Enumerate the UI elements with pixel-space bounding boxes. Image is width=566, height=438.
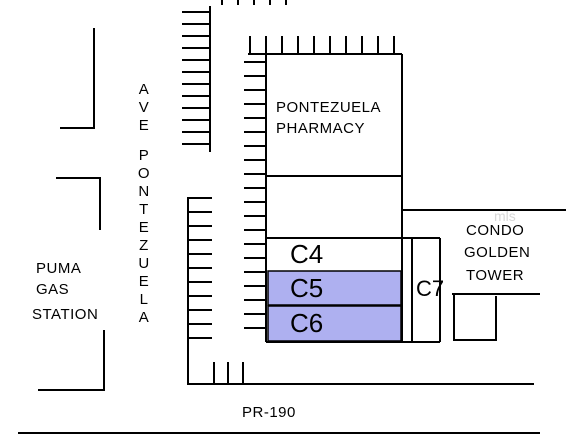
condo-label-line-2: GOLDEN [464, 244, 530, 261]
gas-station-label-line-1: PUMA [36, 260, 81, 277]
left-road-edge-middle [56, 177, 101, 230]
west-parking-lower [187, 197, 534, 385]
unit-c5-fill[interactable] [267, 270, 402, 306]
south-parking-ticks [213, 362, 244, 384]
ave-pontezuela-letter: L [140, 291, 149, 308]
ave-pontezuela-letter: A [139, 309, 150, 326]
top-edge-parking-ticks [221, 0, 287, 5]
unit-c7-label: C7 [416, 276, 444, 301]
ave-pontezuela-letter: N [138, 183, 149, 200]
mls-watermark: mls [494, 208, 516, 224]
unit-c5-label: C5 [290, 273, 323, 303]
building-west-parking-ticks [244, 61, 266, 329]
pharmacy-label-line-2: PHARMACY [276, 120, 365, 137]
ave-pontezuela-letter: V [139, 99, 150, 116]
unit-c4-label: C4 [290, 239, 323, 269]
ave-pontezuela-letter: U [138, 255, 149, 272]
ave-pontezuela-letter: E [139, 117, 150, 134]
ave-pontezuela-letter: T [139, 201, 149, 218]
ave-pontezuela-letter: A [139, 81, 150, 98]
condo-label-line-1: CONDO [466, 222, 524, 239]
unit-c6-fill[interactable] [267, 305, 402, 342]
gas-station-label-line-3: STATION [32, 306, 98, 323]
ave-pontezuela-letter: O [138, 165, 150, 182]
condo-property-lines [452, 293, 540, 341]
west-parking-upper [182, 6, 211, 152]
condo-label-line-3: TOWER [466, 267, 524, 284]
gas-station-label-line-2: GAS [36, 281, 69, 298]
north-parking-ticks [248, 36, 402, 55]
ave-pontezuela-letter: E [139, 273, 150, 290]
ave-pontezuela-letter: P [139, 147, 150, 164]
pr-190-label: PR-190 [242, 404, 296, 421]
ave-pontezuela-letter: Z [139, 237, 149, 254]
left-road-edge-top [60, 28, 95, 129]
left-road-edge-bottom [38, 330, 105, 391]
unit-c7-outline[interactable] [402, 209, 566, 342]
ave-pontezuela-letter: E [139, 219, 150, 236]
unit-c6-label: C6 [290, 308, 323, 338]
pharmacy-label-line-1: PONTEZUELA [276, 99, 381, 116]
